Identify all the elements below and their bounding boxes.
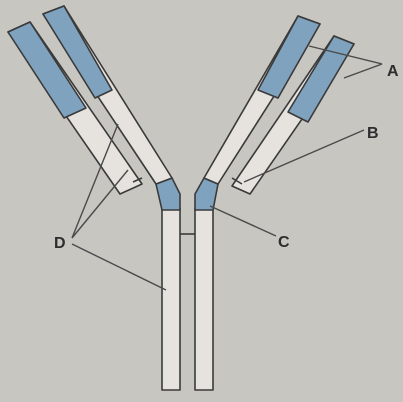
label-c: C (278, 234, 290, 251)
label-a: A (387, 63, 399, 80)
right-heavy-stem (195, 208, 213, 390)
left-heavy-stem (162, 208, 180, 390)
label-d: D (54, 235, 66, 252)
label-b: B (367, 125, 379, 142)
